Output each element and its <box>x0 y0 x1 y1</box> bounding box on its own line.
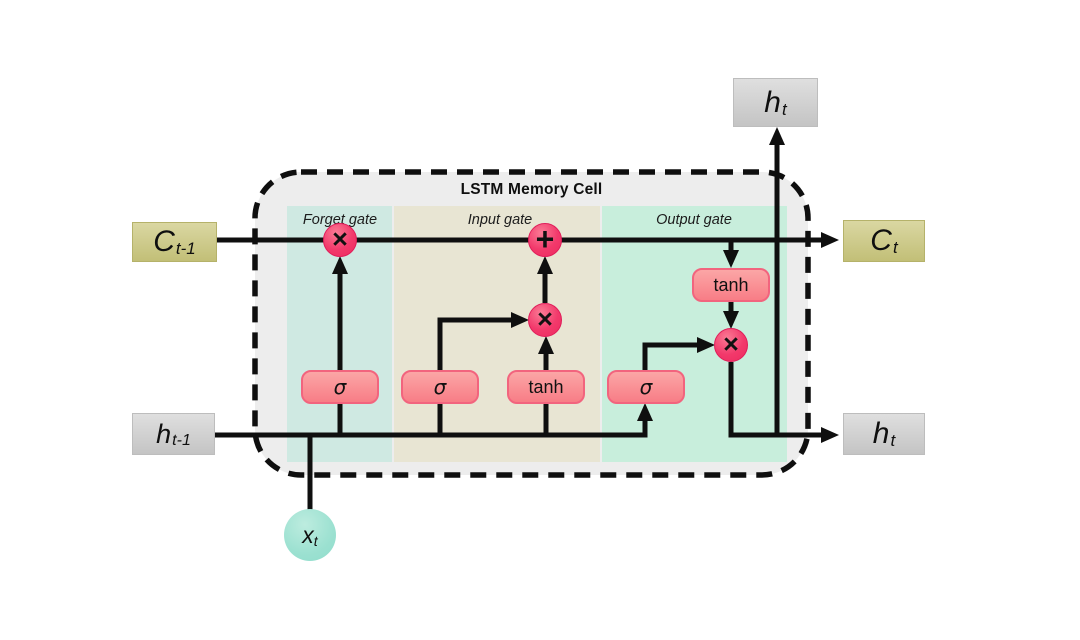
forget-multiply-node: × <box>323 223 357 257</box>
output-multiply-node: × <box>714 328 748 362</box>
input-sigma-label: σ <box>433 375 447 399</box>
cell-dashed-border <box>252 169 811 478</box>
input-xt-subscript: t <box>313 532 318 549</box>
hidden-next-top-label: h <box>764 85 781 119</box>
cell-state-next-label: C <box>870 224 892 257</box>
hidden-prev-label: h <box>156 418 172 449</box>
output-tanh-unit: tanh <box>692 268 770 302</box>
hidden-next-top-subscript: t <box>781 99 787 119</box>
hidden-next-right-box: h t <box>843 413 925 455</box>
plus-icon: + <box>535 221 555 257</box>
hidden-next-right-subscript: t <box>890 431 896 450</box>
cell-state-next-box: C t <box>843 220 925 262</box>
cell-state-next-subscript: t <box>892 238 898 257</box>
cell-state-prev-label: C <box>153 225 175 258</box>
cell-state-prev-subscript: t-1 <box>175 239 196 258</box>
cell-state-prev-box: C t-1 <box>132 222 217 262</box>
output-gate-band <box>602 206 787 462</box>
input-gate-label: Input gate <box>467 212 533 228</box>
input-gate-band <box>394 206 600 462</box>
forget-sigma-label: σ <box>333 375 347 399</box>
output-sigma-unit: σ <box>607 370 685 404</box>
hidden-out-line <box>728 362 839 443</box>
hidden-prev-subscript: t-1 <box>172 432 191 449</box>
output-gate-label: Output gate <box>656 212 732 228</box>
input-tanh-label: tanh <box>528 376 564 397</box>
output-tanh-label: tanh <box>713 274 749 295</box>
hidden-next-top-box: h t <box>733 78 818 127</box>
input-add-node: + <box>528 223 562 257</box>
input-sigma-unit: σ <box>401 370 479 404</box>
input-tanh-unit: tanh <box>507 370 585 404</box>
multiply-icon: × <box>723 328 739 359</box>
output-sigma-label: σ <box>639 375 653 399</box>
hidden-next-right-label: h <box>872 417 890 450</box>
hidden-prev-box: h t-1 <box>132 413 215 455</box>
hidden-state-line <box>215 403 653 438</box>
multiply-icon: × <box>332 223 348 254</box>
output-sigma-path <box>642 337 715 371</box>
input-xt-circle: x t <box>284 509 336 561</box>
input-multiply-node: × <box>528 303 562 337</box>
multiply-icon: × <box>537 303 553 334</box>
cell-title: LSTM Memory Cell <box>460 181 603 198</box>
forget-gate-label: Forget gate <box>302 212 378 228</box>
input-xt-label: x <box>302 521 314 548</box>
forget-sigma-unit: σ <box>301 370 379 404</box>
